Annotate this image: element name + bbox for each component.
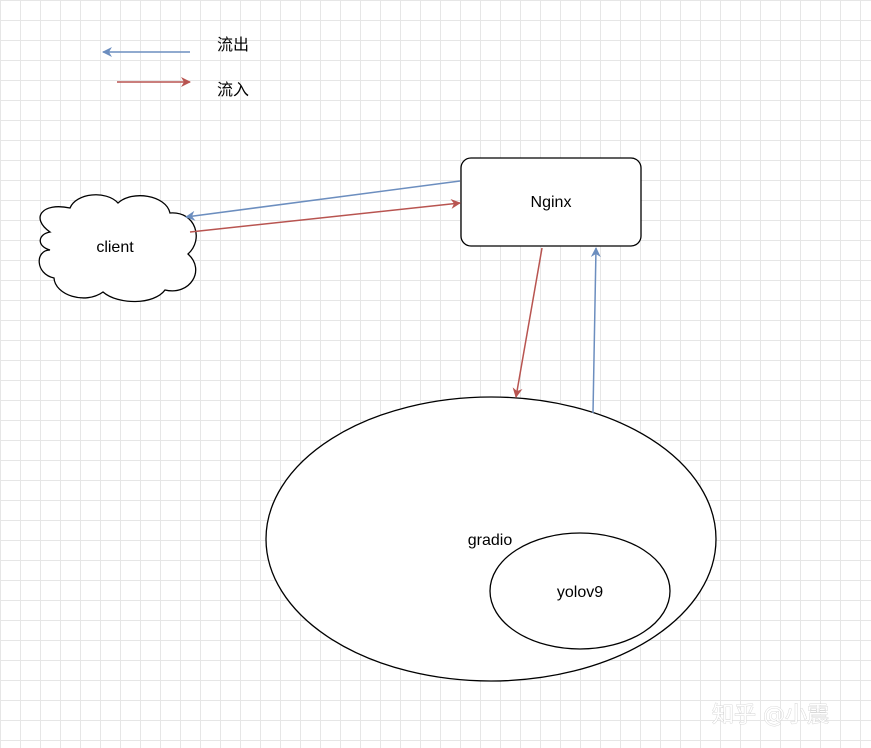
yolov9-node[interactable]: yolov9: [489, 532, 671, 650]
client-label: client: [96, 239, 134, 256]
client-node[interactable]: client: [38, 194, 197, 303]
connections: [185, 180, 601, 414]
edge-nginx-to-client: [185, 180, 461, 221]
edge-nginx-to-gradio: [512, 247, 543, 398]
legend: 流出 流入: [102, 35, 249, 99]
nginx-node[interactable]: Nginx: [460, 157, 642, 247]
nginx-box: [460, 157, 642, 247]
nginx-label: Nginx: [531, 194, 572, 211]
edge-client-to-nginx: [189, 198, 461, 233]
legend-outflow-label: 流出: [217, 35, 249, 54]
watermark: 知乎 @小震: [712, 703, 829, 728]
gradio-node[interactable]: gradio: [265, 396, 717, 682]
gradio-label: gradio: [468, 532, 513, 549]
edge-gradio-to-nginx: [590, 247, 601, 414]
yolov9-ellipse: [489, 532, 671, 650]
client-cloud-shape: [38, 194, 197, 303]
yolov9-label: yolov9: [557, 584, 603, 601]
legend-inflow-label: 流入: [217, 80, 249, 99]
